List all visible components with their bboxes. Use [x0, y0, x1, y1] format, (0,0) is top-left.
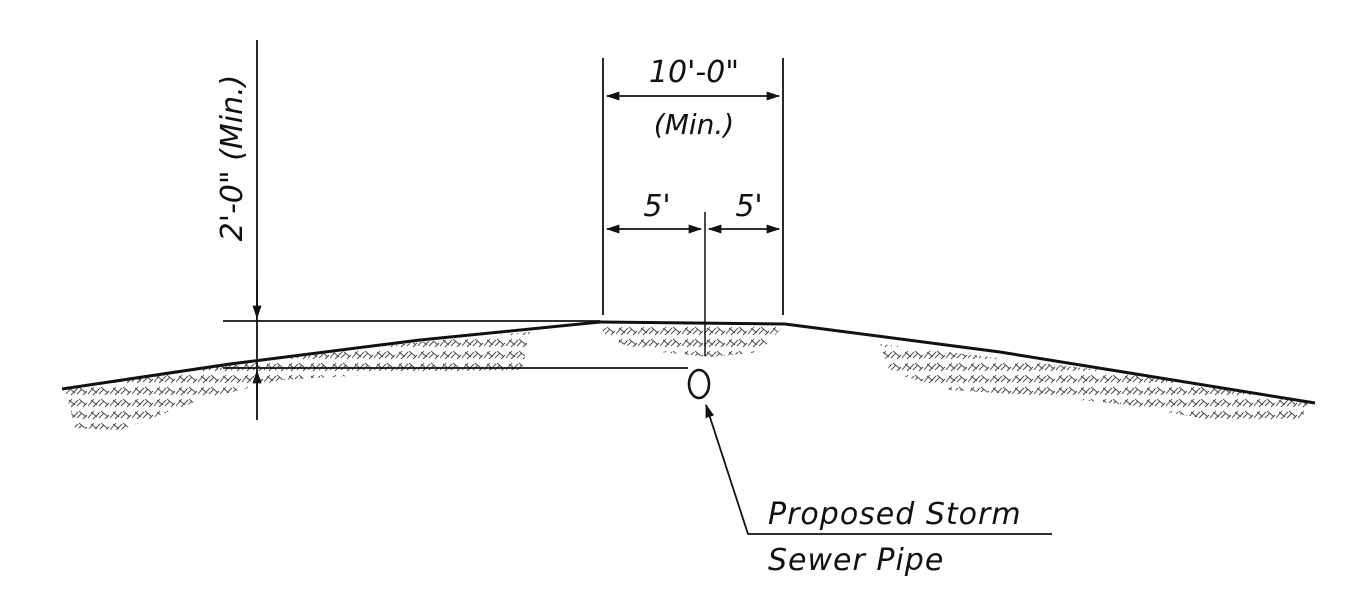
- pipe-leader-line: [705, 403, 1052, 535]
- pipe-label-line-1: Proposed Storm: [768, 497, 1022, 532]
- extension-lines: [256, 40, 784, 420]
- soil-hatching: [65, 323, 1310, 430]
- soil-hatch-center: [600, 323, 785, 357]
- labels: 10'-0" (Min.) 5' 5' 2'-0" (Min.) Propose…: [215, 55, 1022, 578]
- soil-hatch-right: [880, 344, 1310, 422]
- top-width-min-label: (Min.): [654, 108, 734, 141]
- cover-depth-label: 2'-0" (Min.): [215, 75, 250, 242]
- half-width-left-label: 5': [643, 189, 670, 224]
- crown-line: [599, 320, 786, 326]
- dimension-lines: [252, 91, 781, 400]
- ground-line-left: [61, 320, 601, 391]
- storm-sewer-pipe-group: [687, 368, 1052, 535]
- ground-line-right: [784, 322, 1316, 405]
- top-width-label: 10'-0": [649, 55, 739, 90]
- pipe-label-line-2: Sewer Pipe: [768, 543, 944, 578]
- soil-hatch-left: [65, 332, 530, 430]
- half-width-right-label: 5': [735, 189, 762, 224]
- storm-sewer-pipe: [687, 368, 711, 400]
- ground-profile: [61, 320, 1316, 405]
